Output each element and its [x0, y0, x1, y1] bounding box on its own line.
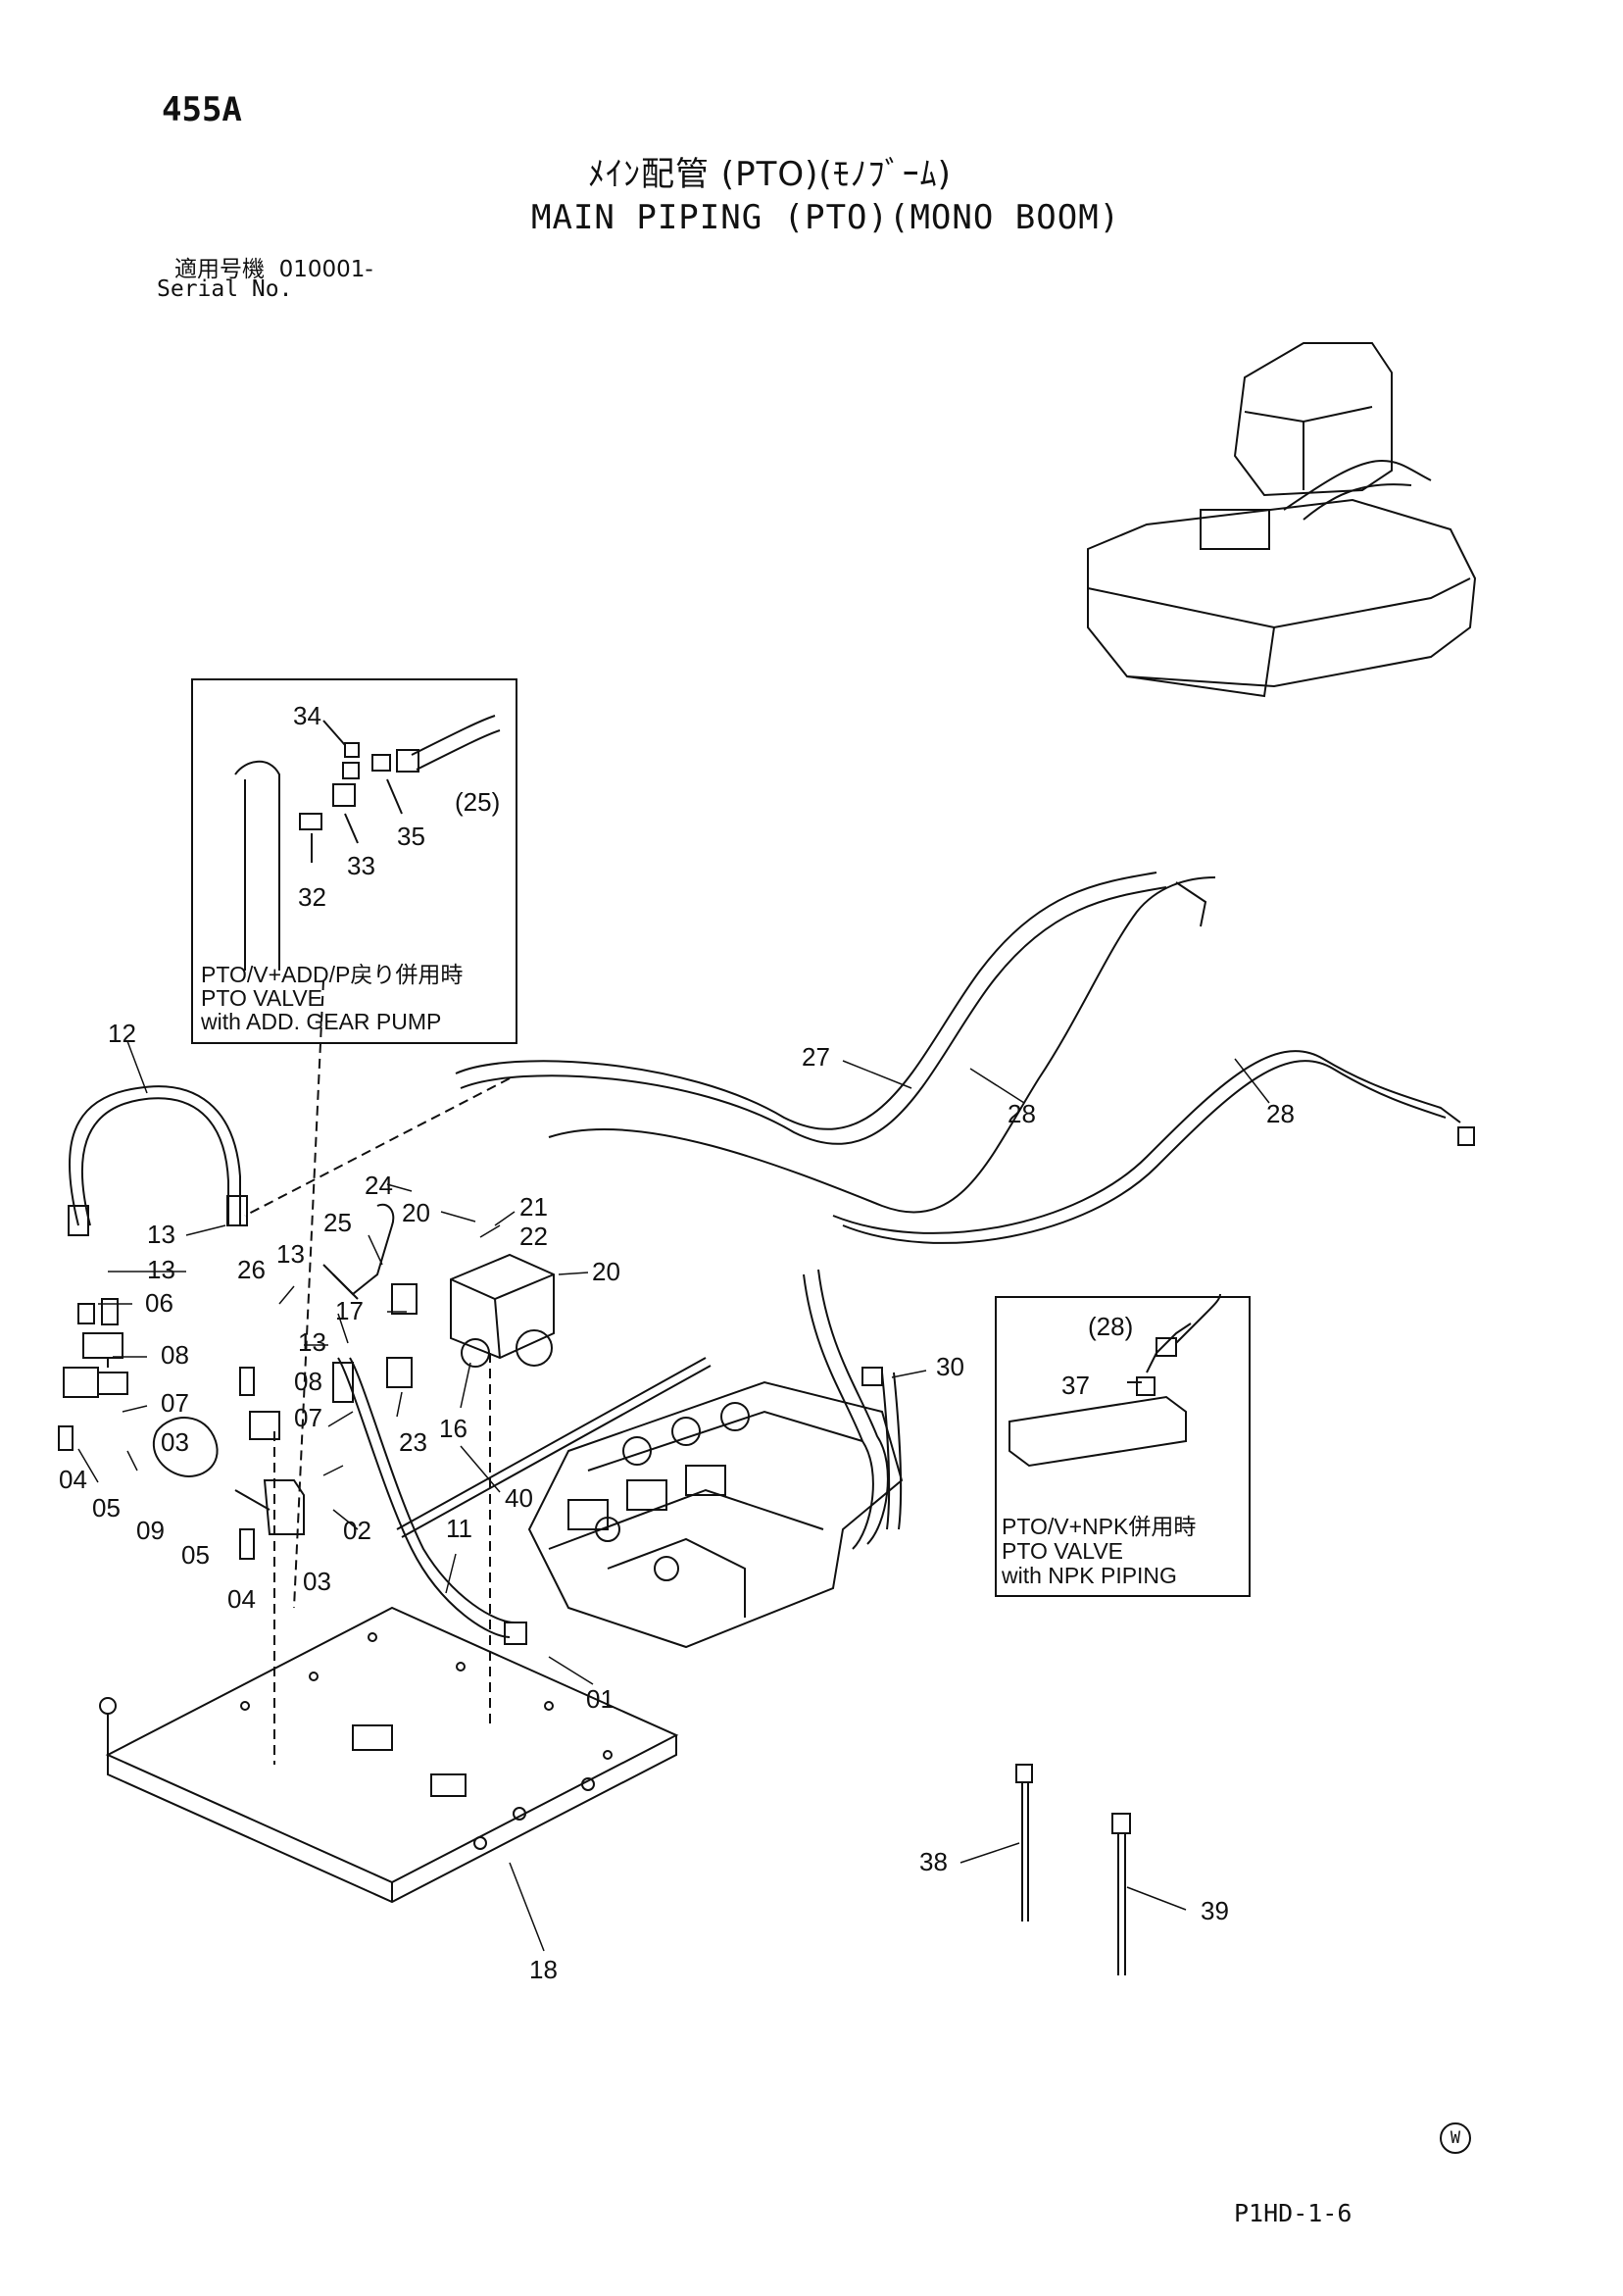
hose-28-right — [832, 1050, 1475, 1244]
serial-label-jp-text: 適用号機 — [174, 257, 265, 282]
floor-plate-18 — [99, 979, 679, 1904]
serial-label-english: Serial No. — [157, 276, 293, 302]
inset1-note-line-1: PTO/V+ADD/P戻り併用時 — [201, 962, 463, 987]
callout-22: 22 — [519, 1222, 548, 1251]
rod-40 — [396, 1357, 712, 1538]
hose-28-upper — [455, 872, 1216, 1214]
callout-28-right: 28 — [1266, 1099, 1295, 1128]
inset2-note-line-2: PTO VALVE — [1002, 1538, 1123, 1564]
callout-03-a: 03 — [161, 1427, 189, 1457]
hose-11 — [332, 1357, 527, 1645]
callout-07-a: 07 — [161, 1388, 189, 1418]
serial-value: 010001- — [278, 257, 373, 282]
callout-13-d: 13 — [298, 1327, 326, 1357]
inset-npk-piping-frame — [995, 1296, 1251, 1597]
inset1-note-line-3: with ADD. GEAR PUMP — [200, 1009, 441, 1034]
callout-13-a: 13 — [147, 1220, 175, 1249]
callout-23: 23 — [399, 1427, 427, 1457]
callout-13-b: 13 — [147, 1255, 175, 1284]
title-japanese: ﾒｲﾝ配管 (PTO)(ﾓﾉﾌﾞｰﾑ) — [588, 155, 952, 194]
inset2-label-28: (28) — [1088, 1312, 1133, 1341]
inset1-label-34: 34 — [293, 701, 321, 730]
pto-valve-16 — [386, 1253, 555, 1388]
callout-39: 39 — [1201, 1896, 1229, 1925]
callout-09: 09 — [136, 1516, 165, 1545]
callout-04-b: 04 — [227, 1584, 256, 1614]
callout-24: 24 — [365, 1171, 393, 1200]
w-mark-icon: W — [1440, 2122, 1471, 2154]
hose-30 — [861, 1367, 903, 1530]
callout-05-b: 05 — [181, 1540, 210, 1570]
control-valve-assembly — [527, 1380, 904, 1649]
title-english: MAIN PIPING (PTO)(MONO BOOM) — [531, 198, 1121, 237]
inset-add-gear-pump-drawing — [234, 715, 501, 971]
inset2-label-37: 37 — [1061, 1371, 1090, 1400]
callout-17: 17 — [335, 1296, 364, 1325]
callout-03-b: 03 — [303, 1567, 331, 1596]
serial-label-japanese: 適用号機 010001- — [174, 250, 373, 283]
inset2-note-line-1: PTO/V+NPK併用時 — [1002, 1514, 1196, 1539]
inset2-note-line-3: with NPK PIPING — [1001, 1563, 1177, 1588]
callout-08-a: 08 — [161, 1340, 189, 1370]
inset1-note-line-2: PTO VALVE — [201, 985, 322, 1011]
callout-28-upper: 28 — [1008, 1099, 1036, 1128]
inset-npk-piping-drawing — [1008, 1293, 1221, 1468]
cable-tie-38 — [1015, 1764, 1033, 1922]
callout-02: 02 — [343, 1516, 371, 1545]
inset1-label-32: 32 — [298, 882, 326, 912]
callout-01: 01 — [586, 1684, 615, 1714]
excavator-thumbnail-icon — [1087, 342, 1477, 698]
callout-30: 30 — [936, 1352, 964, 1381]
callout-07-b: 07 — [294, 1403, 322, 1432]
inset1-label-25: (25) — [455, 787, 500, 817]
inset1-label-33: 33 — [347, 851, 375, 880]
callout-20-b: 20 — [592, 1257, 620, 1286]
inset1-label-35: 35 — [397, 822, 425, 851]
callout-38: 38 — [919, 1847, 948, 1876]
page-number: 455A — [162, 90, 242, 129]
callout-11: 11 — [446, 1514, 472, 1543]
callout-40: 40 — [505, 1483, 533, 1513]
callout-16: 16 — [439, 1414, 467, 1443]
callout-05-a: 05 — [92, 1493, 121, 1522]
callout-27: 27 — [802, 1042, 830, 1072]
hose-12 — [68, 1085, 248, 1236]
callout-21: 21 — [519, 1192, 548, 1222]
hose-25 — [322, 1203, 395, 1300]
callout-06: 06 — [145, 1288, 173, 1318]
callout-26: 26 — [237, 1255, 266, 1284]
callout-18: 18 — [529, 1955, 558, 1984]
callout-13-c: 13 — [276, 1239, 305, 1269]
callout-25: 25 — [323, 1208, 352, 1237]
fittings-cluster-left — [58, 1298, 305, 1560]
page-code: P1HD-1-6 — [1234, 2199, 1352, 2227]
callout-12: 12 — [108, 1019, 136, 1048]
callout-20-a: 20 — [402, 1198, 430, 1227]
leader-lines — [77, 1040, 1270, 1952]
inset-add-gear-pump-frame — [191, 678, 517, 1044]
callout-04-a: 04 — [59, 1465, 87, 1494]
cable-tie-39 — [1111, 1813, 1131, 1975]
callout-08-b: 08 — [294, 1367, 322, 1396]
